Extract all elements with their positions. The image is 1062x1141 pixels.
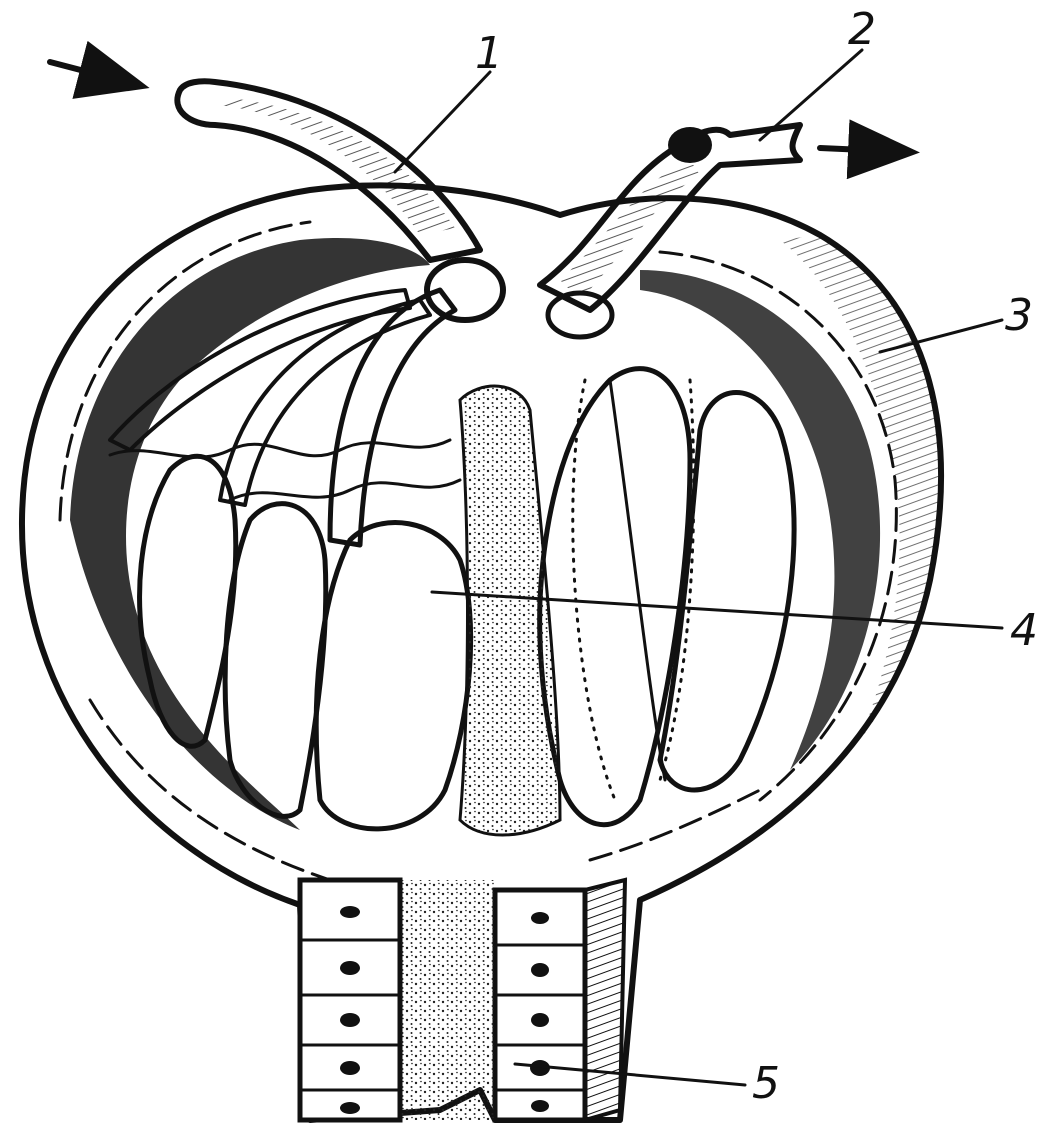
leader-line-1 xyxy=(395,72,490,172)
label-3: 3 xyxy=(1005,290,1033,341)
label-1: 1 xyxy=(475,28,503,79)
label-5: 5 xyxy=(752,1058,780,1109)
label-2: 2 xyxy=(848,4,876,55)
leader-line-2 xyxy=(760,50,862,140)
label-4: 4 xyxy=(1010,605,1038,656)
tubule-neck xyxy=(300,880,625,1120)
outflow-arrow xyxy=(820,148,908,152)
inflow-arrow xyxy=(50,62,138,85)
